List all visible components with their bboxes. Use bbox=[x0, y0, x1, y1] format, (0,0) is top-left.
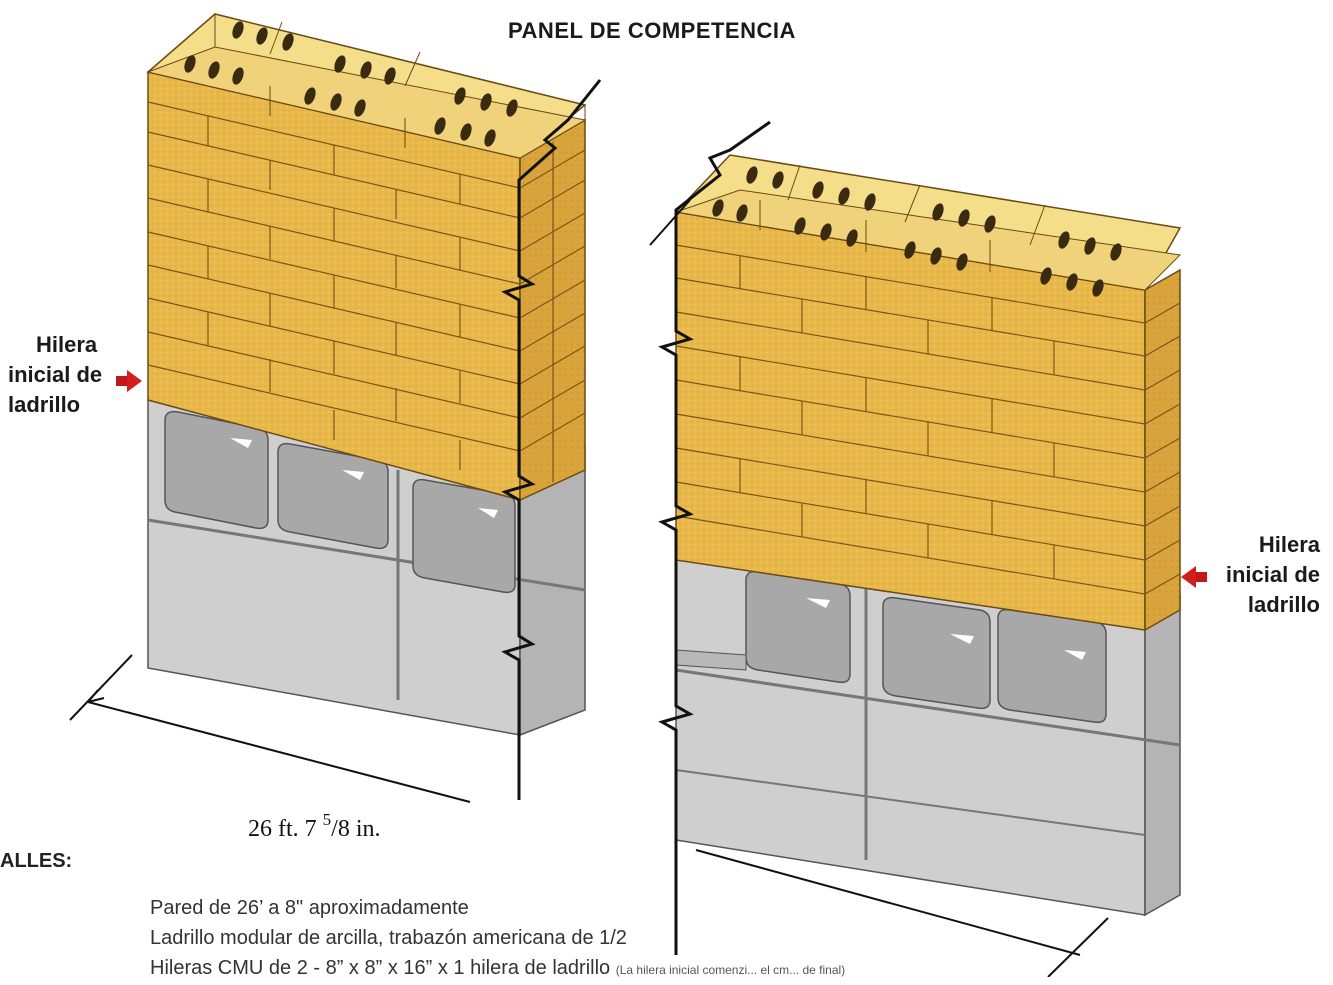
right-label-line-3: ladrillo bbox=[1247, 592, 1320, 617]
dimension-rest: /8 in. bbox=[331, 816, 381, 842]
details-item: Ladrillo modular de arcilla, trabazón am… bbox=[150, 927, 627, 949]
left-top-holes bbox=[184, 21, 518, 147]
right-wall bbox=[649, 120, 1182, 955]
left-starting-course-label: Hilera inicial de ladrillo bbox=[8, 330, 102, 420]
right-break-line bbox=[658, 120, 771, 955]
right-brick-side bbox=[1144, 268, 1181, 632]
details-item: Hileras CMU de 2 - 8” x 8” x 16” x 1 hil… bbox=[150, 957, 611, 979]
details-item-with-note: Hileras CMU de 2 - 8” x 8” x 16” x 1 hil… bbox=[150, 953, 845, 983]
red-arrow-left bbox=[116, 370, 142, 392]
wall-length-dimension: 26 ft. 7 5/8 in. bbox=[248, 810, 381, 843]
details-item: Pared de 26’ a 8" aproximadamente bbox=[150, 897, 469, 919]
left-label-line-1: Hilera bbox=[36, 332, 98, 357]
panel-title: PANEL DE COMPETENCIA bbox=[508, 18, 796, 43]
right-label-line-2: inicial de bbox=[1225, 562, 1320, 587]
left-cmu-cells bbox=[164, 410, 516, 594]
dimension-main: 26 ft. 7 bbox=[248, 816, 323, 842]
right-starting-course-label: Hilera inicial de ladrillo bbox=[1190, 530, 1320, 620]
left-label-line-3: ladrillo bbox=[8, 392, 81, 417]
details-list: Pared de 26’ a 8" aproximadamente Ladril… bbox=[150, 893, 845, 983]
right-top-holes bbox=[712, 166, 1122, 297]
right-cmu-side bbox=[1144, 593, 1181, 917]
left-wall bbox=[146, 13, 602, 800]
details-heading: ALLES: bbox=[0, 850, 73, 872]
right-brick-courses bbox=[675, 244, 1146, 595]
left-break-line bbox=[501, 79, 602, 800]
red-arrow-right bbox=[1181, 566, 1207, 588]
right-label-line-1: Hilera bbox=[1258, 532, 1320, 557]
left-label-line-2: inicial de bbox=[8, 362, 103, 387]
left-brick-courses bbox=[147, 101, 521, 470]
dimension-numerator: 5 bbox=[322, 810, 332, 829]
dimension-lines bbox=[69, 654, 1109, 977]
details-note: (La hilera inicial comenzi... el cm... d… bbox=[615, 963, 846, 977]
